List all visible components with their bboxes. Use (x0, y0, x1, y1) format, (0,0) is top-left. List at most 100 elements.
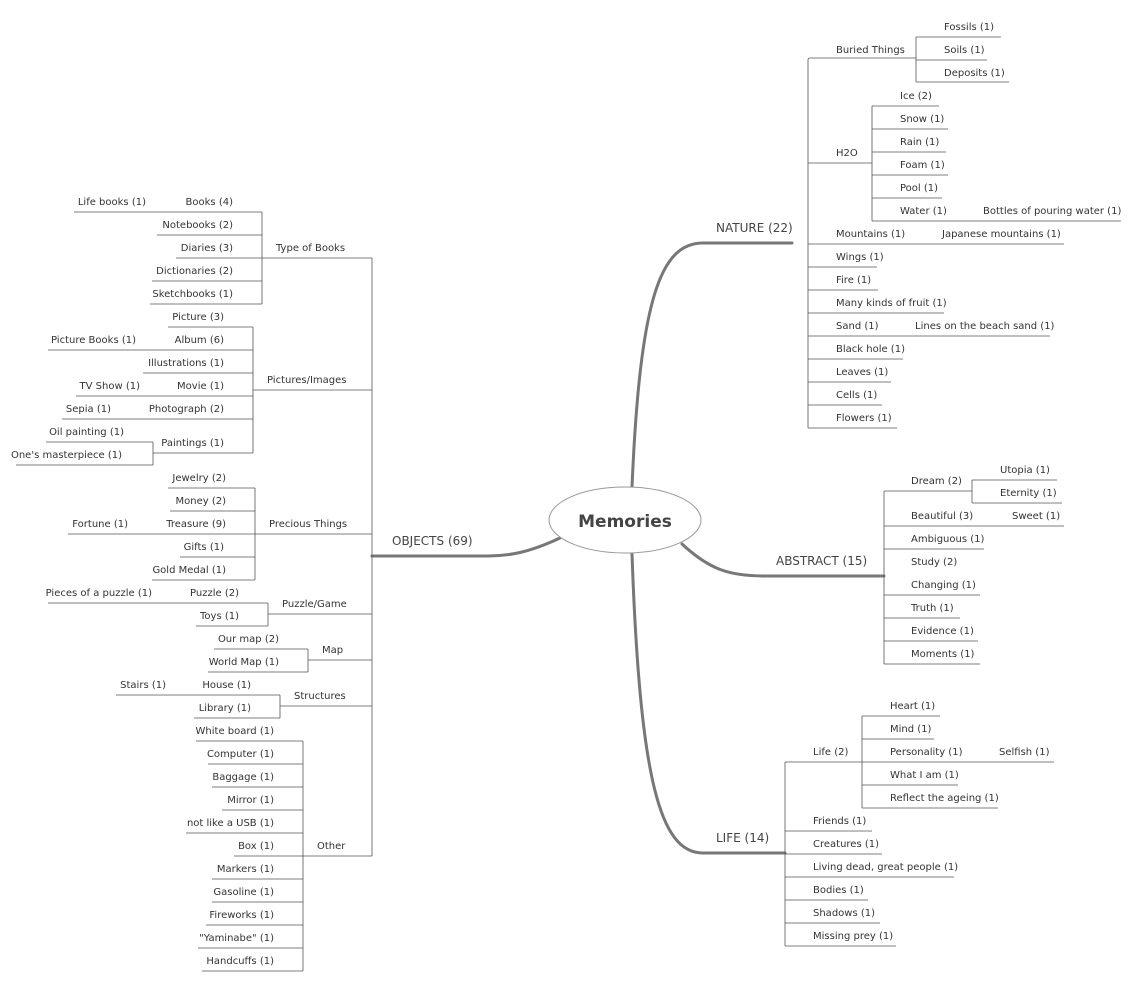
node-gasoline[interactable]: Gasoline (1) (213, 887, 274, 898)
node-jewelry[interactable]: Jewelry (2) (171, 473, 226, 484)
node-pieces-of-a-puzzle[interactable]: Pieces of a puzzle (1) (46, 588, 152, 599)
node-treasure[interactable]: Treasure (9) (165, 519, 226, 530)
node-dream[interactable]: Dream (2) (911, 476, 962, 487)
node-water[interactable]: Water (1) (900, 206, 947, 217)
node-snow[interactable]: Snow (1) (900, 114, 944, 125)
node-picture[interactable]: Picture (3) (172, 312, 224, 323)
node-flowers[interactable]: Flowers (1) (836, 413, 892, 424)
node-gold-medal[interactable]: Gold Medal (1) (152, 565, 226, 576)
node-deposits[interactable]: Deposits (1) (944, 68, 1005, 79)
node-fireworks[interactable]: Fireworks (1) (209, 910, 274, 921)
node-ones-masterpiece[interactable]: One's masterpiece (1) (11, 450, 122, 461)
node-pool[interactable]: Pool (1) (900, 183, 938, 194)
node-notebooks[interactable]: Notebooks (2) (162, 220, 233, 231)
central-topic[interactable] (548, 486, 702, 554)
node-sweet[interactable]: Sweet (1) (1012, 511, 1060, 522)
node-mountains[interactable]: Mountains (1) (836, 229, 905, 240)
node-money[interactable]: Money (2) (176, 496, 227, 507)
node-eternity[interactable]: Eternity (1) (1000, 488, 1057, 499)
node-lines-on-the-beach-sand[interactable]: Lines on the beach sand (1) (915, 321, 1055, 332)
node-photograph[interactable]: Photograph (2) (149, 404, 224, 415)
node-puzzle[interactable]: Puzzle (2) (190, 588, 239, 599)
node-fossils[interactable]: Fossils (1) (944, 22, 994, 33)
node-fire[interactable]: Fire (1) (836, 275, 871, 286)
node-bodies[interactable]: Bodies (1) (813, 885, 864, 896)
node-soils[interactable]: Soils (1) (944, 45, 985, 56)
node-computer[interactable]: Computer (1) (207, 749, 274, 760)
nature-label[interactable]: NATURE (22) (716, 221, 793, 235)
node-diaries[interactable]: Diaries (3) (181, 243, 233, 254)
node-changing[interactable]: Changing (1) (911, 580, 976, 591)
node-living-dead[interactable]: Living dead, great people (1) (813, 862, 958, 873)
node-stairs[interactable]: Stairs (1) (120, 680, 166, 691)
node-paintings[interactable]: Paintings (1) (161, 438, 224, 449)
node-library[interactable]: Library (1) (199, 703, 251, 714)
node-missing-prey[interactable]: Missing prey (1) (813, 931, 893, 942)
node-picture-books[interactable]: Picture Books (1) (51, 335, 136, 346)
node-life[interactable]: Life (2) (813, 747, 848, 758)
node-creatures[interactable]: Creatures (1) (813, 839, 879, 850)
node-foam[interactable]: Foam (1) (900, 160, 945, 171)
node-map[interactable]: Map (322, 645, 343, 656)
node-world-map[interactable]: World Map (1) (209, 657, 279, 668)
node-our-map[interactable]: Our map (2) (218, 634, 279, 645)
node-moments[interactable]: Moments (1) (911, 649, 975, 660)
node-ice[interactable]: Ice (2) (900, 91, 932, 102)
node-white-board[interactable]: White board (1) (196, 726, 275, 737)
node-black-hole[interactable]: Black hole (1) (836, 344, 905, 355)
node-sketchbooks[interactable]: Sketchbooks (1) (152, 289, 233, 300)
node-oil-painting[interactable]: Oil painting (1) (49, 427, 124, 438)
abstract-label[interactable]: ABSTRACT (15) (776, 554, 867, 568)
node-sepia[interactable]: Sepia (1) (66, 404, 111, 415)
node-friends[interactable]: Friends (1) (813, 816, 866, 827)
node-many-kinds-of-fruit[interactable]: Many kinds of fruit (1) (836, 298, 947, 309)
node-reflect-the-ageing[interactable]: Reflect the ageing (1) (890, 793, 999, 804)
node-utopia[interactable]: Utopia (1) (1000, 465, 1050, 476)
node-album[interactable]: Album (6) (175, 335, 224, 346)
node-house[interactable]: House (1) (202, 680, 251, 691)
node-rain[interactable]: Rain (1) (900, 137, 939, 148)
node-selfish[interactable]: Selfish (1) (999, 747, 1050, 758)
node-life-books[interactable]: Life books (1) (78, 197, 146, 208)
node-puzzle-game[interactable]: Puzzle/Game (282, 599, 347, 610)
objects-label[interactable]: OBJECTS (69) (392, 534, 473, 548)
node-wings[interactable]: Wings (1) (836, 252, 884, 263)
node-not-like-a-usb[interactable]: not like a USB (1) (187, 818, 274, 829)
node-h2o[interactable]: H2O (836, 148, 858, 159)
node-baggage[interactable]: Baggage (1) (212, 772, 274, 783)
node-beautiful[interactable]: Beautiful (3) (911, 511, 973, 522)
node-dictionaries[interactable]: Dictionaries (2) (156, 266, 233, 277)
node-gifts[interactable]: Gifts (1) (184, 542, 224, 553)
node-japanese-mountains[interactable]: Japanese mountains (1) (941, 229, 1061, 240)
node-structures[interactable]: Structures (294, 691, 346, 702)
node-box[interactable]: Box (1) (238, 841, 274, 852)
node-type-of-books[interactable]: Type of Books (275, 243, 345, 254)
node-leaves[interactable]: Leaves (1) (836, 367, 888, 378)
node-sand[interactable]: Sand (1) (836, 321, 879, 332)
node-fortune[interactable]: Fortune (1) (72, 519, 128, 530)
node-heart[interactable]: Heart (1) (890, 701, 935, 712)
node-shadows[interactable]: Shadows (1) (813, 908, 875, 919)
node-markers[interactable]: Markers (1) (217, 864, 274, 875)
node-pictures-images[interactable]: Pictures/Images (267, 375, 347, 386)
node-toys[interactable]: Toys (1) (199, 611, 239, 622)
node-tv-show[interactable]: TV Show (1) (79, 381, 141, 392)
node-other[interactable]: Other (317, 841, 346, 852)
node-yaminabe[interactable]: "Yaminabe" (1) (199, 933, 274, 944)
node-evidence[interactable]: Evidence (1) (911, 626, 974, 637)
node-illustrations[interactable]: Illustrations (1) (148, 358, 224, 369)
node-precious-things[interactable]: Precious Things (269, 519, 347, 530)
node-ambiguous[interactable]: Ambiguous (1) (911, 534, 985, 545)
node-cells[interactable]: Cells (1) (836, 390, 877, 401)
node-personality[interactable]: Personality (1) (890, 747, 963, 758)
node-handcuffs[interactable]: Handcuffs (1) (206, 956, 274, 967)
node-mind[interactable]: Mind (1) (890, 724, 932, 735)
node-movie[interactable]: Movie (1) (177, 381, 224, 392)
node-bottles-of-pouring-water[interactable]: Bottles of pouring water (1) (983, 206, 1121, 217)
node-buried-things[interactable]: Buried Things (836, 45, 905, 56)
node-books[interactable]: Books (4) (186, 197, 234, 208)
node-truth[interactable]: Truth (1) (910, 603, 954, 614)
node-mirror[interactable]: Mirror (1) (227, 795, 274, 806)
node-what-i-am[interactable]: What I am (1) (890, 770, 959, 781)
life-label[interactable]: LIFE (14) (716, 831, 769, 845)
